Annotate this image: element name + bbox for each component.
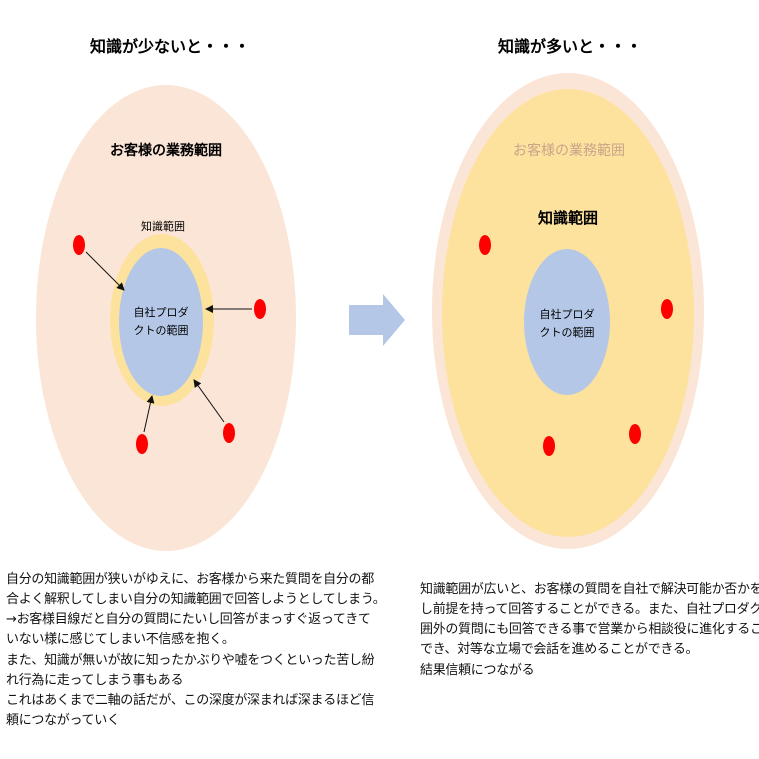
- right-description-line: し前提を持って回答することができる。また、自社プロダクト範: [420, 602, 759, 618]
- right-description-line: 囲外の質問にも回答できる事で営業から相談役に進化することが: [420, 622, 759, 638]
- right-product-label-line1: 自社プロダ: [540, 307, 595, 321]
- right-description-line: でき、対等な立場で会話を進めることができる。: [420, 642, 699, 658]
- left-description-line: 自分の知識範囲が狭いがゆえに、お客様から来た質問を自分の都: [6, 572, 374, 587]
- transition-arrow-icon: [349, 294, 405, 346]
- left-question-dot-3: [136, 434, 148, 454]
- left-product-scope-circle: [119, 248, 203, 396]
- right-customer-scope-label: お客様の業務範囲: [513, 142, 625, 159]
- right-product-scope-circle: [524, 249, 610, 395]
- right-product-label-line2: クトの範囲: [540, 325, 595, 339]
- left-description-line: また、知識が無いが故に知ったかぶりや嘘をつくといった苦し紛: [6, 652, 375, 668]
- left-question-dot-4: [223, 423, 235, 443]
- left-heading: 知識が少ないと・・・: [90, 37, 250, 56]
- right-description-line: 結果信頼につながる: [420, 662, 535, 678]
- left-question-arrow-1: [85, 251, 125, 291]
- left-knowledge-scope-label: 知識範囲: [141, 219, 185, 233]
- right-question-dot-4: [629, 424, 641, 444]
- left-customer-scope-label: お客様の業務範囲: [110, 142, 222, 159]
- left-description-line: いない様に感じてしまい不信感を抱く。: [6, 632, 235, 648]
- right-heading: 知識が多いと・・・: [498, 37, 642, 56]
- left-question-arrow-3: [143, 395, 155, 433]
- right-knowledge-scope-label: 知識範囲: [538, 209, 598, 227]
- left-product-label-line2: クトの範囲: [134, 323, 189, 337]
- right-description: 知識範囲が広いと、お客様の質問を自社で解決可能か否かを区別 し前提を持って回答す…: [420, 580, 759, 681]
- right-question-dot-1: [479, 235, 491, 255]
- left-description-line: れ行為に走ってしまう事もある: [6, 672, 184, 688]
- left-panel: 知識が少ないと・・・ お客様の業務範囲 知識範囲 自社プロダ クトの範囲: [36, 37, 296, 551]
- left-product-label-line1: 自社プロダ: [134, 305, 189, 319]
- right-question-dot-3: [543, 436, 555, 456]
- left-question-dot-2: [254, 299, 266, 319]
- left-question-arrow-4: [193, 379, 225, 423]
- left-description-line: これはあくまで二軸の話だが、この深度が深まれば深まるほど信: [6, 692, 375, 708]
- left-question-dot-1: [73, 235, 85, 255]
- left-description-line: 合よく解釈してしまい自分の知識範囲で回答しようとしてしまう。: [6, 592, 386, 608]
- left-description-line: →お客様目線だと自分の質問にたいし回答がまっすぐ返ってきて: [6, 612, 371, 628]
- right-question-dot-2: [661, 299, 673, 319]
- right-panel: 知識が多いと・・・ お客様の業務範囲 知識範囲 自社プロダ クトの範囲: [432, 37, 704, 549]
- right-description-line: 知識範囲が広いと、お客様の質問を自社で解決可能か否かを区別: [420, 582, 759, 597]
- left-description: 自分の知識範囲が狭いがゆえに、お客様から来た質問を自分の都 合よく解釈してしまい…: [6, 570, 386, 731]
- left-description-line: 頼につながっていく: [6, 712, 120, 728]
